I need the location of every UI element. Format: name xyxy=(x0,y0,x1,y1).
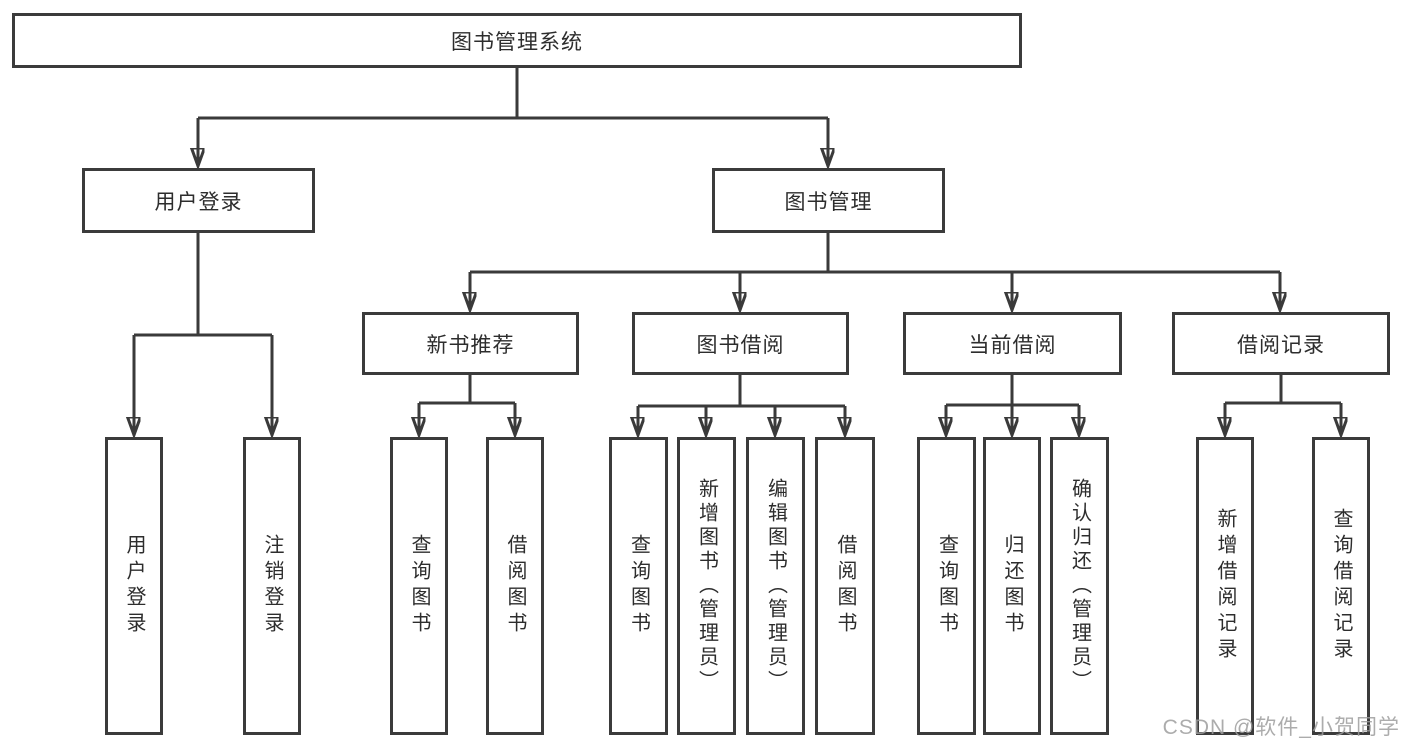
leaf-borrow-edit-books-admin: 编辑图书（管理员） xyxy=(746,437,805,735)
connector-rails xyxy=(134,68,1341,408)
leaf-user-login: 用户登录 xyxy=(105,437,163,735)
node-user-login: 用户登录 xyxy=(82,168,315,233)
node-book-borrow: 图书借阅 xyxy=(632,312,849,375)
leaf-newbooks-query-books-label: 查询图书 xyxy=(408,534,430,638)
node-system-root: 图书管理系统 xyxy=(12,13,1022,68)
leaf-current-return-books: 归还图书 xyxy=(983,437,1041,735)
leaf-current-query-books-label: 查询图书 xyxy=(935,534,958,638)
leaf-records-add-record: 新增借阅记录 xyxy=(1196,437,1254,735)
leaf-current-return-books-label: 归还图书 xyxy=(1001,534,1023,638)
leaf-borrow-borrow-books-label: 借阅图书 xyxy=(834,534,856,638)
node-borrow-records: 借阅记录 xyxy=(1172,312,1390,375)
leaf-records-query-record: 查询借阅记录 xyxy=(1312,437,1370,735)
leaf-records-query-record-label: 查询借阅记录 xyxy=(1330,508,1352,664)
leaf-logout: 注销登录 xyxy=(243,437,301,735)
leaf-newbooks-query-books: 查询图书 xyxy=(390,437,448,735)
leaf-user-login-label: 用户登录 xyxy=(123,534,145,638)
node-book-management: 图书管理 xyxy=(712,168,945,233)
leaf-borrow-add-books-admin-label: 新增图书（管理员） xyxy=(695,478,718,694)
leaf-borrow-query-books: 查询图书 xyxy=(609,437,668,735)
leaf-newbooks-borrow-books-label: 借阅图书 xyxy=(504,534,526,638)
leaf-borrow-query-books-label: 查询图书 xyxy=(627,534,650,638)
leaf-current-confirm-return-admin: 确认归还（管理员） xyxy=(1050,437,1109,735)
leaf-newbooks-borrow-books: 借阅图书 xyxy=(486,437,544,735)
node-current-borrow: 当前借阅 xyxy=(903,312,1122,375)
leaf-current-query-books: 查询图书 xyxy=(917,437,976,735)
leaf-logout-label: 注销登录 xyxy=(261,534,283,638)
leaf-borrow-borrow-books: 借阅图书 xyxy=(815,437,875,735)
leaf-records-add-record-label: 新增借阅记录 xyxy=(1214,508,1236,664)
node-new-book-recommend: 新书推荐 xyxy=(362,312,579,375)
leaf-borrow-add-books-admin: 新增图书（管理员） xyxy=(677,437,736,735)
watermark: CSDN @软件_小贺同学 xyxy=(1162,716,1400,739)
leaf-current-confirm-return-admin-label: 确认归还（管理员） xyxy=(1068,478,1091,694)
leaf-borrow-edit-books-admin-label: 编辑图书（管理员） xyxy=(764,478,787,694)
